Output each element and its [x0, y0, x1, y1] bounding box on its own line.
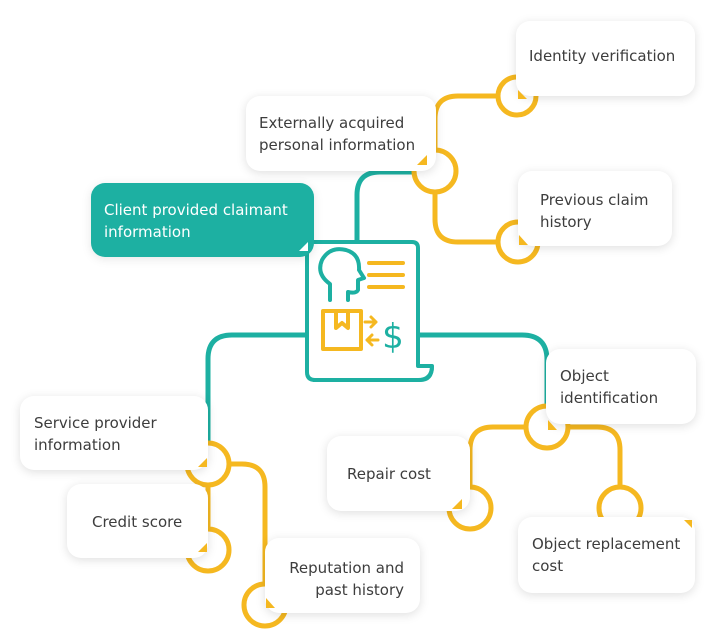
node-label: Externally acquired	[259, 114, 405, 132]
node-label: Client provided claimant	[104, 201, 288, 219]
node-label: cost	[532, 557, 564, 575]
node-label: information	[34, 436, 121, 454]
node-object-replacement[interactable]: Object replacement cost	[518, 517, 695, 593]
node-externally-acquired[interactable]: Externally acquired personal information	[246, 96, 436, 171]
node-label: Identity verification	[529, 47, 676, 65]
teal-connector-left	[205, 332, 310, 451]
package-icon	[321, 309, 363, 351]
node-label: past history	[315, 581, 404, 599]
node-object-identification[interactable]: Object identification	[546, 349, 696, 424]
node-label: Previous claim	[540, 191, 649, 209]
node-label: Object replacement	[532, 535, 681, 553]
node-label: Credit score	[92, 513, 183, 531]
node-label: Object	[560, 367, 609, 385]
node-label: identification	[560, 389, 659, 407]
yellow-branch-object	[467, 424, 623, 489]
node-label: history	[540, 213, 592, 231]
node-label: personal information	[259, 136, 416, 154]
dollar-sign-icon: $	[382, 317, 404, 357]
node-reputation[interactable]: Reputation and past history	[265, 538, 420, 613]
node-identity-verification[interactable]: Identity verification	[516, 21, 695, 96]
node-service-provider[interactable]: Service provider information	[20, 396, 208, 470]
head-profile-icon	[318, 247, 366, 302]
node-credit-score[interactable]: Credit score	[67, 484, 208, 558]
text-lines-icon	[367, 261, 405, 289]
claim-document-icon: $	[305, 240, 434, 382]
corner-marker	[299, 242, 308, 251]
teal-connector-top	[354, 169, 415, 243]
exchange-arrows-icon	[363, 315, 380, 347]
node-client-provided[interactable]: Client provided claimant information	[91, 183, 314, 257]
node-repair-cost[interactable]: Repair cost	[327, 436, 470, 511]
node-label: Reputation and	[289, 559, 404, 577]
node-label: information	[104, 223, 191, 241]
yellow-branch-service	[205, 461, 268, 586]
node-previous-claim[interactable]: Previous claim history	[518, 171, 672, 246]
node-label: Service provider	[34, 414, 157, 432]
node-label: Repair cost	[347, 465, 431, 483]
teal-connector-right	[415, 332, 550, 408]
